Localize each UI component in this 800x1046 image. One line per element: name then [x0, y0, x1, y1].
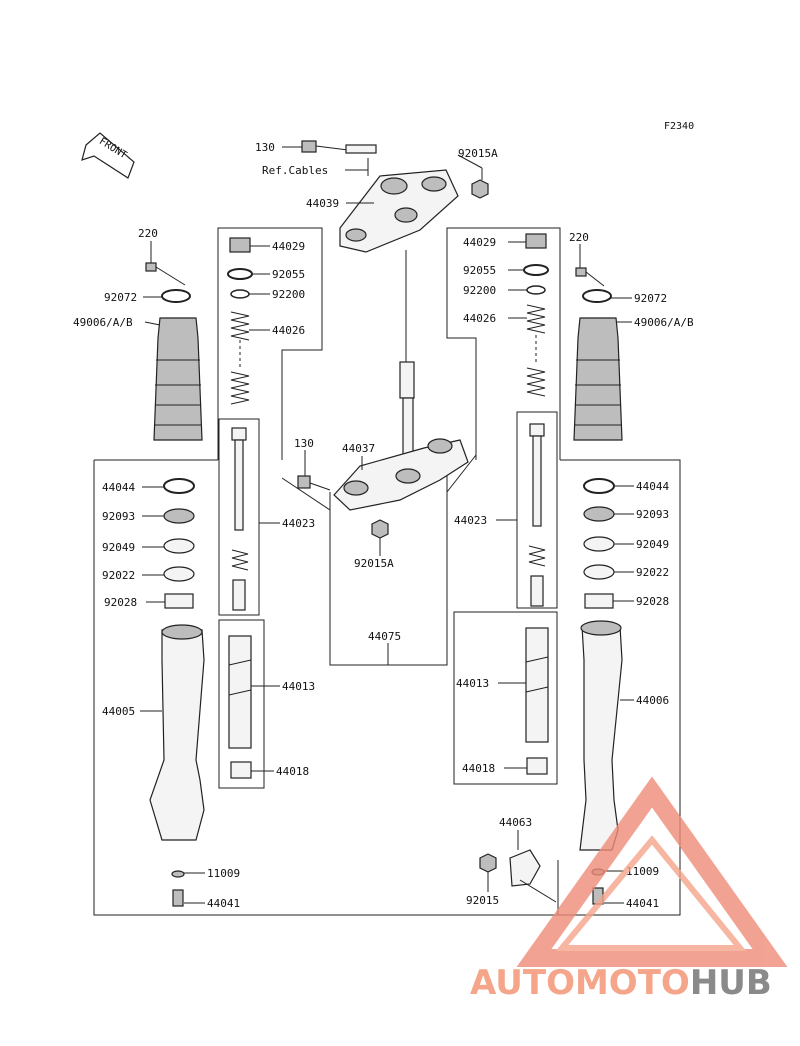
steering-stem: [399, 250, 415, 469]
watermark-text: AUTOMOTOHUB: [470, 963, 772, 1003]
label-44026-right: 44026: [463, 312, 496, 325]
lower-bracket-44037: [333, 438, 469, 511]
right-spring-44026: [526, 304, 546, 397]
label-44044-left: 44044: [102, 481, 135, 494]
label-92200-right: 92200: [463, 284, 496, 297]
watermark-part1: AUTOMOTO: [470, 963, 690, 1003]
label-92055-left: 92055: [272, 268, 305, 281]
right-cap-44029: [525, 233, 547, 249]
label-130-top: 130: [255, 141, 275, 154]
label-92028-left: 92028: [104, 596, 137, 609]
label-44044-right: 44044: [636, 480, 669, 493]
front-arrow-icon: FRONT: [81, 132, 135, 179]
left-clamp-92072: [161, 289, 191, 303]
left-boot-49006: [153, 317, 203, 441]
label-92015A-top: 92015A: [458, 147, 498, 160]
label-44029-right: 44029: [463, 236, 496, 249]
right-seals: [583, 478, 615, 609]
bolt-130-mid: [297, 475, 331, 491]
label-92072-right: 92072: [634, 292, 667, 305]
label-220-right: 220: [569, 231, 589, 244]
label-44023-right: 44023: [454, 514, 487, 527]
label-44075: 44075: [368, 630, 401, 643]
label-ref-cables: Ref.Cables: [262, 164, 328, 177]
caliper-bracket-44063: [479, 849, 557, 903]
label-44041-right: 44041: [626, 897, 659, 910]
label-92055-right: 92055: [463, 264, 496, 277]
right-boot-49006: [573, 317, 623, 441]
watermark-logo: [516, 776, 788, 967]
label-92022-left: 92022: [102, 569, 135, 582]
right-bush-44018: [526, 757, 548, 775]
label-44006: 44006: [636, 694, 669, 707]
label-92022-right: 92022: [636, 566, 669, 579]
label-220-left: 220: [138, 227, 158, 240]
svg-text:AUTOMOTOHUB: AUTOMOTOHUB: [470, 963, 772, 1003]
right-oring-92055: [523, 264, 549, 276]
group-frames: [93, 227, 681, 916]
label-92015A-mid: 92015A: [354, 557, 394, 570]
diagram-code: F2340: [664, 121, 694, 132]
bolt-130-top: [301, 140, 377, 154]
left-bolt-220: [145, 262, 186, 286]
label-92200-left: 92200: [272, 288, 305, 301]
left-outer-tube-44005: [149, 624, 205, 841]
right-washer-92200: [526, 285, 546, 295]
label-44005: 44005: [102, 705, 135, 718]
left-damper-rod-44023: [231, 427, 249, 611]
label-44041-left: 44041: [207, 897, 240, 910]
label-44039: 44039: [306, 197, 339, 210]
left-cap-44029: [229, 237, 251, 253]
label-92049-left: 92049: [102, 541, 135, 554]
label-11009-right: 11009: [626, 865, 659, 878]
right-inner-tube-44013: [525, 627, 549, 743]
left-bush-44018: [230, 761, 252, 779]
label-130-mid: 130: [294, 437, 314, 450]
right-damper-rod-44023: [528, 423, 546, 607]
left-washer-92200: [230, 289, 250, 299]
label-44063: 44063: [499, 816, 532, 829]
right-bolt-220: [575, 267, 605, 287]
label-92093-left: 92093: [102, 510, 135, 523]
label-44023-left: 44023: [282, 517, 315, 530]
right-clamp-92072: [582, 289, 612, 303]
label-92072-left: 92072: [104, 291, 137, 304]
left-washer-11009: [171, 870, 185, 878]
label-92015: 92015: [466, 894, 499, 907]
label-92028-right: 92028: [636, 595, 669, 608]
label-92049-right: 92049: [636, 538, 669, 551]
label-49006-left: 49006/A/B: [73, 316, 133, 329]
label-44013-right: 44013: [456, 677, 489, 690]
left-seals: [163, 478, 195, 609]
label-44037: 44037: [342, 442, 375, 455]
watermark-part2: HUB: [690, 963, 772, 1003]
nut-92015A-top: [471, 179, 489, 199]
label-11009-left: 11009: [207, 867, 240, 880]
left-bolt-44041: [172, 889, 184, 907]
label-44018-left: 44018: [276, 765, 309, 778]
nut-92015A-mid: [371, 519, 389, 539]
left-oring-92055: [227, 268, 253, 280]
left-spring-44026: [230, 311, 250, 405]
labels: 130 92015A Ref.Cables 44039 220 92072 49…: [73, 141, 694, 910]
label-92093-right: 92093: [636, 508, 669, 521]
leader-lines: [140, 146, 634, 904]
left-inner-tube-44013: [228, 635, 252, 749]
label-44018-right: 44018: [462, 762, 495, 775]
upper-bracket-44039: [339, 169, 459, 253]
label-44013-left: 44013: [282, 680, 315, 693]
label-44026-left: 44026: [272, 324, 305, 337]
label-49006-right: 49006/A/B: [634, 316, 694, 329]
label-44029-left: 44029: [272, 240, 305, 253]
right-outer-tube-44006: [579, 620, 623, 851]
